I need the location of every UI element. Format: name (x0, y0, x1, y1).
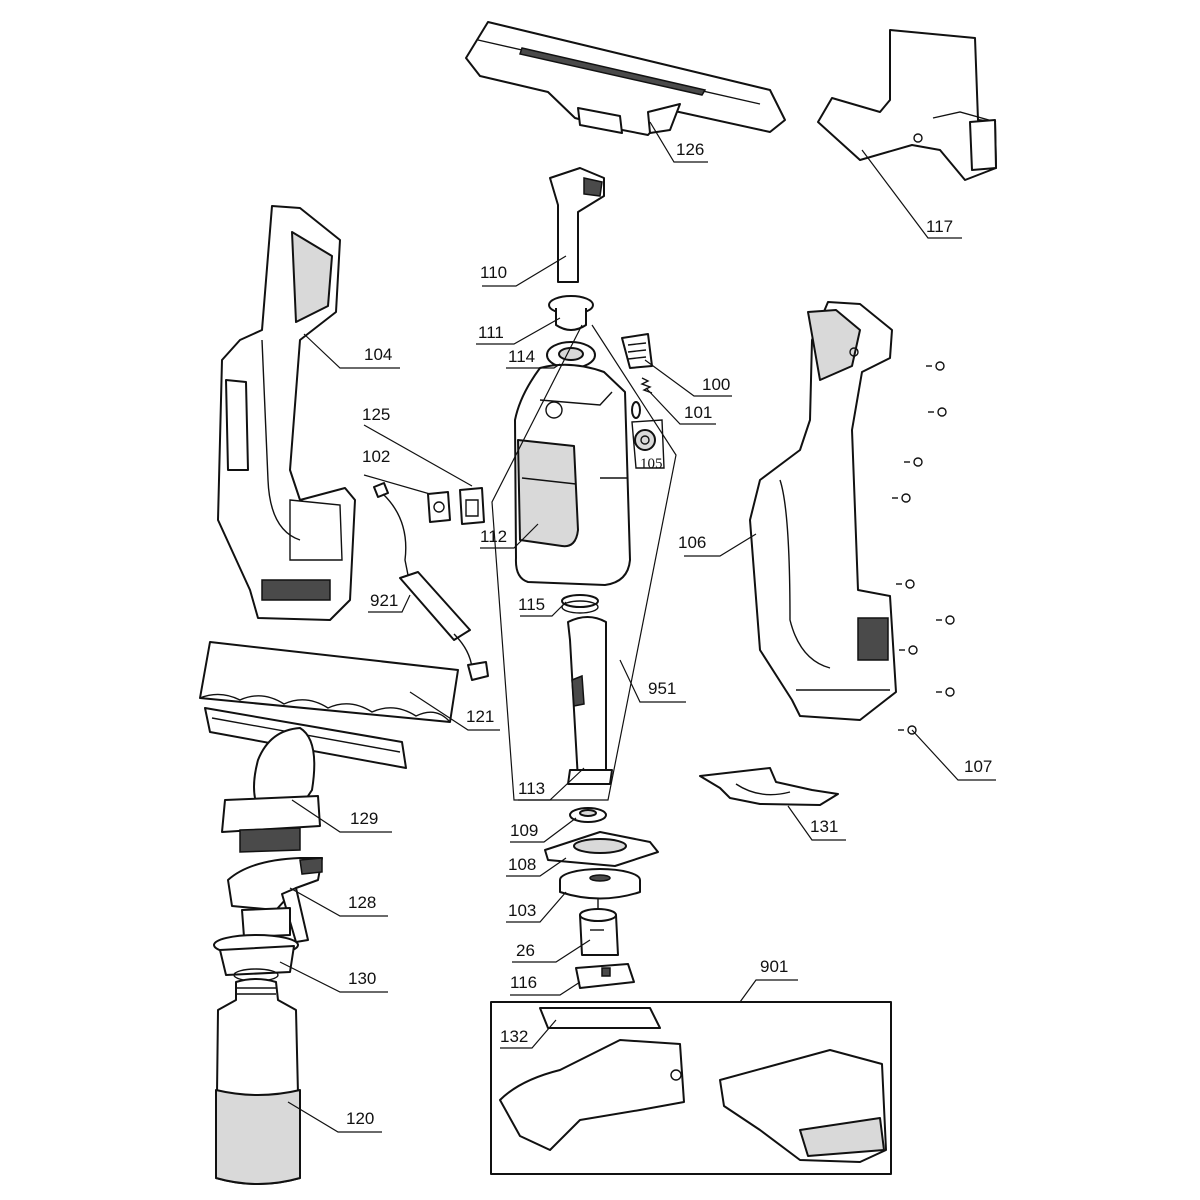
callout-112: 112 (480, 527, 507, 546)
leader-lines (279, 121, 996, 1133)
part-130-spray-collar (213, 934, 299, 982)
callout-120: 120 (346, 1109, 374, 1128)
callout-101: 101 (684, 403, 712, 422)
part-131-bottle-clip (699, 767, 839, 806)
callout-113: 113 (518, 779, 545, 798)
callout-107: 107 (964, 757, 992, 776)
part-102-power-button (427, 491, 451, 523)
part-101-spring (640, 377, 653, 394)
callout-117: 117 (926, 217, 953, 236)
callout-128: 128 (348, 893, 376, 912)
part-129-squeegee-nozzle (204, 707, 407, 853)
callout-26: 26 (516, 941, 535, 960)
callout-114: 114 (508, 347, 535, 366)
part-104-housing-half (217, 205, 356, 621)
callout-102: 102 (362, 447, 390, 466)
part-108-fan-cover (544, 831, 659, 867)
part-113-lower-tube (567, 616, 613, 785)
part-120-spray-bottle (215, 978, 301, 1185)
callout-125: 125 (362, 405, 390, 424)
part-128-spray-trigger (227, 857, 323, 943)
callout-109: 109 (510, 821, 538, 840)
callout-103: 103 (508, 901, 536, 920)
part-125-switch-cap (459, 487, 485, 525)
part-117-wall-bracket (817, 29, 997, 181)
callout-labels: 126 117 110 111 114 100 101 105 104 125 … (346, 140, 992, 1128)
part-114-seal-ring (546, 341, 596, 369)
part-106-housing-half (749, 301, 897, 721)
callout-104: 104 (364, 345, 392, 364)
callout-121: 121 (466, 707, 494, 726)
callout-126: 126 (676, 140, 704, 159)
part-112-water-tank (514, 363, 631, 586)
part-116-motor-base (575, 963, 635, 989)
callout-106: 106 (678, 533, 706, 552)
callout-116: 116 (510, 973, 537, 992)
callout-111: 111 (478, 323, 504, 342)
callout-110: 110 (480, 263, 507, 282)
part-109-seal (569, 807, 607, 823)
part-26-motor (579, 898, 619, 956)
callout-901: 901 (760, 957, 788, 976)
callout-132: 132 (500, 1027, 528, 1046)
callout-130: 130 (348, 969, 376, 988)
callout-921: 921 (370, 591, 398, 610)
part-121-microfiber-pad (199, 641, 459, 723)
callout-115: 115 (518, 595, 545, 614)
part-100-latch (621, 333, 653, 369)
part-105-float-valve (631, 401, 665, 469)
part-110-upper-tube (549, 167, 605, 283)
part-126-squeegee-head (465, 21, 786, 136)
assembly-951-outline (491, 324, 677, 801)
part-107-screws (892, 361, 955, 735)
kit-901-box (490, 1001, 892, 1175)
part-111-gasket (548, 295, 594, 331)
part-921-pcb-assembly (373, 482, 489, 681)
callout-131: 131 (810, 817, 838, 836)
callout-105: 105 (640, 456, 663, 472)
part-115-ring (561, 594, 599, 614)
callout-100: 100 (702, 375, 730, 394)
callout-951: 951 (648, 679, 676, 698)
callout-129: 129 (350, 809, 378, 828)
callout-108: 108 (508, 855, 536, 874)
part-103-impeller (559, 868, 641, 900)
